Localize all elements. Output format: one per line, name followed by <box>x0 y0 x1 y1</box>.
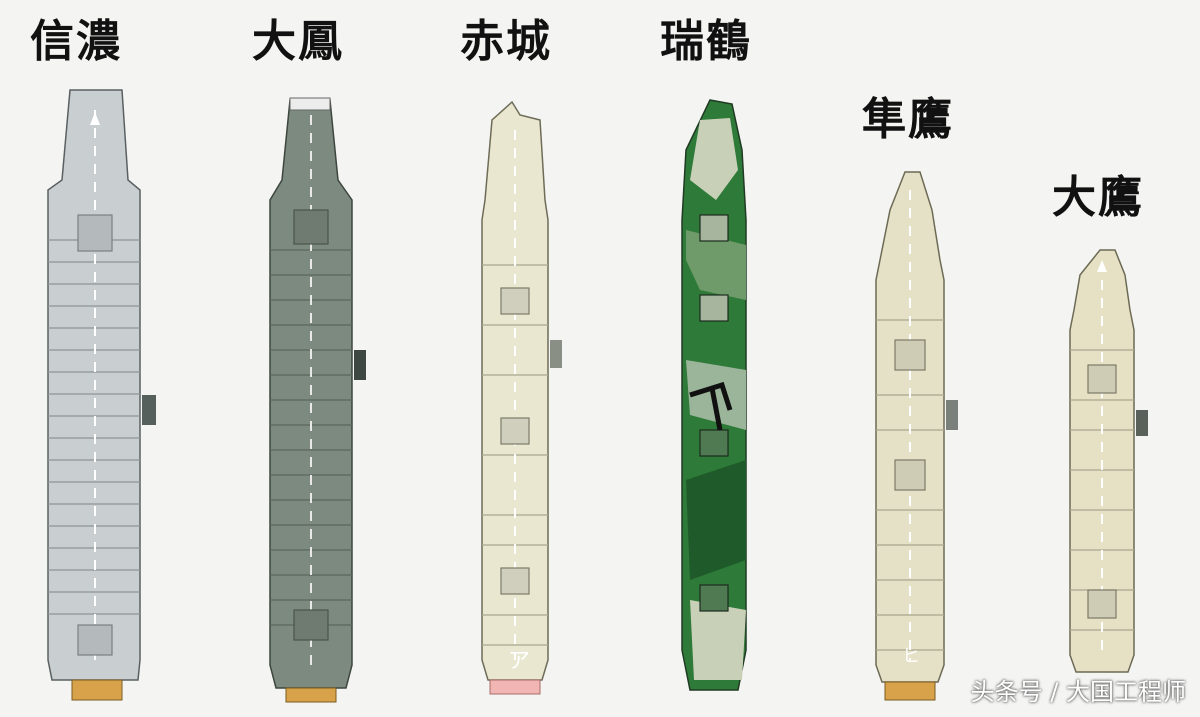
carrier-akagi: ア <box>481 100 562 695</box>
carrier-zuikaku <box>681 99 747 691</box>
bow-deck <box>289 97 331 111</box>
elevator <box>894 459 926 491</box>
elevator <box>894 339 926 371</box>
carrier-taiho <box>269 97 366 703</box>
ship-name-zuikaku: 瑞鶴 <box>660 16 752 67</box>
stern <box>489 679 541 695</box>
elevator <box>699 429 729 457</box>
elevator <box>293 609 329 641</box>
elevator <box>1087 589 1117 619</box>
deck-marking: ヒ <box>902 646 920 667</box>
elevator <box>77 624 113 656</box>
ship-name-junyo: 隼鷹 <box>862 94 954 145</box>
island <box>354 350 366 380</box>
carrier-junyo: ヒ <box>875 171 958 701</box>
elevator <box>293 209 329 245</box>
elevator <box>500 287 530 315</box>
elevator <box>699 294 729 322</box>
elevator <box>500 417 530 445</box>
ship-name-shinano: 信濃 <box>30 16 122 67</box>
carrier-taiyo <box>1069 249 1148 673</box>
deck-marking: ア <box>508 649 530 674</box>
ship-name-akagi: 赤城 <box>460 16 552 67</box>
camo-patch <box>686 460 746 580</box>
elevator <box>699 584 729 612</box>
camo-patch <box>686 360 746 430</box>
ship-name-taiyo: 大鷹 <box>1052 172 1144 223</box>
elevator <box>699 214 729 242</box>
carrier-shinano <box>47 89 156 701</box>
stern <box>884 681 936 701</box>
island <box>550 340 562 368</box>
landing-arrow-icon <box>90 112 100 125</box>
stern <box>285 687 337 703</box>
watermark: 头条号 / 大国工程师 <box>970 678 1186 706</box>
ship-name-taiho: 大鳳 <box>252 16 344 67</box>
elevator <box>1087 364 1117 394</box>
camo-patch <box>686 230 746 300</box>
island <box>946 400 958 430</box>
island <box>142 395 156 425</box>
camo-patch <box>690 118 738 200</box>
elevator <box>500 567 530 595</box>
elevator <box>77 214 113 252</box>
deck-marking <box>689 381 733 431</box>
camo-patch <box>690 600 746 680</box>
landing-arrow-icon <box>1097 260 1107 272</box>
stern <box>71 679 123 701</box>
island <box>1136 410 1148 436</box>
